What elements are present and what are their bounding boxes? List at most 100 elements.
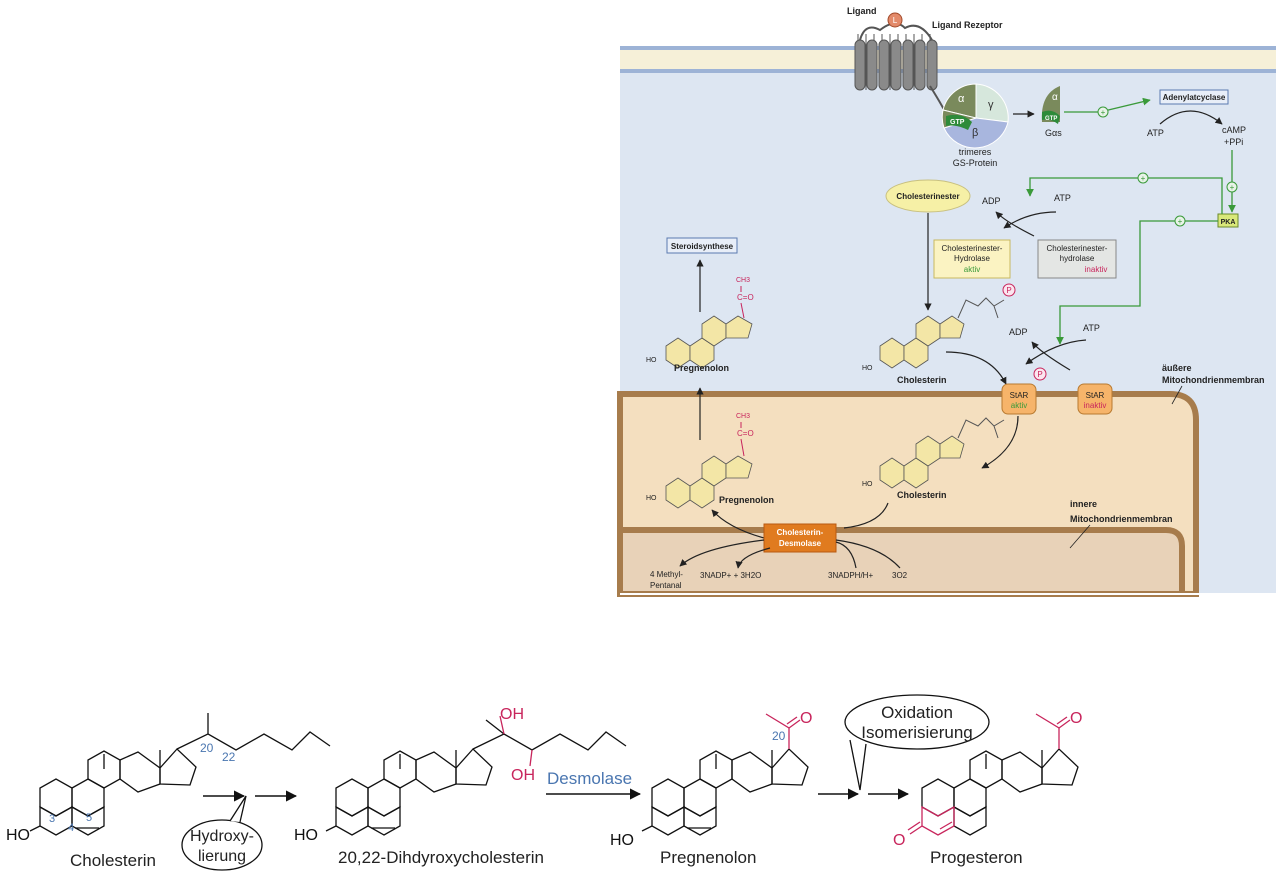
ch3-label-1: CH3 (736, 277, 750, 284)
gtp-label: GTP (950, 119, 965, 126)
hydrolase-inactive-label-1: Cholesterinester- (1047, 244, 1108, 253)
ligand-label: Ligand (847, 6, 877, 16)
hydroxylierung-label-2: lierung (198, 848, 246, 865)
ch3-label-2: CH3 (736, 413, 750, 420)
oxidation-label: Oxidation (881, 703, 953, 722)
ho-label-a: HO (6, 827, 30, 844)
outer-membrane-label-1: äußere (1162, 363, 1192, 373)
hydrolase-inaktiv-label: inaktiv (1085, 265, 1108, 274)
pregnenolon-structure-mito (665, 455, 753, 509)
o2-label: 3O2 (892, 571, 908, 580)
gamma-label: γ (988, 99, 994, 111)
adenylatcyclase-label: Adenylatcyclase (1163, 93, 1226, 102)
star-aktiv-label: aktiv (1011, 401, 1027, 410)
steroidsynthese-box (666, 237, 738, 254)
reaction-scheme: HO 3 4 5 20 22 Cholesterin Hydroxy- lier… (6, 694, 1082, 871)
camp-label: cAMP (1222, 125, 1246, 135)
atp-label-1: ATP (1147, 128, 1164, 138)
galpha-alpha-label: α (1052, 92, 1058, 103)
ho-label-b: HO (294, 827, 318, 844)
star-inactive-icon (1077, 383, 1113, 415)
hydroxylierung-bubble (181, 819, 263, 871)
adp-label-1: ADP (982, 196, 1001, 206)
galpha-gtp-label: GTP (1045, 116, 1057, 122)
steroidsynthese-label: Steroidsynthese (671, 242, 734, 251)
progesteron-name: Progesteron (930, 848, 1023, 867)
desmolase-label: Desmolase (547, 769, 632, 788)
hydrolase-active-label-1: Cholesterinester- (942, 244, 1003, 253)
ligand-symbol: L (893, 16, 898, 25)
adp-label-2: ADP (1009, 327, 1028, 337)
pregnenolon-structure (651, 748, 809, 836)
desmolase-box (763, 523, 837, 553)
plus-icon: + (1178, 217, 1183, 226)
plus-icon: + (1141, 174, 1146, 183)
ho-label-4: HO (646, 495, 657, 502)
atom-4-label: 4 (68, 822, 74, 834)
cell-membrane (620, 46, 1276, 72)
outer-membrane-label-2: Mitochondrienmembran (1162, 375, 1265, 385)
star-inaktiv-label: inaktiv (1084, 401, 1107, 410)
inner-membrane-label-1: innere (1070, 499, 1097, 509)
atom-22-label: 22 (222, 750, 236, 764)
cholesterin-label-2: Cholesterin (897, 490, 947, 500)
star-active-icon (1001, 383, 1037, 415)
o-label-progesteron-3: O (893, 832, 905, 849)
pregnenolon-label-1: Pregnenolon (674, 363, 729, 373)
inner-mitochondrial-membrane (617, 527, 1185, 597)
o-label-progesteron-20: O (1070, 710, 1082, 727)
ligand-receptor-label: Ligand Rezeptor (932, 20, 1003, 30)
progesteron-structure (921, 748, 1079, 836)
isomerisierung-label: Isomerisierung (861, 723, 973, 742)
atp-label-2: ATP (1054, 193, 1071, 203)
pregnenolon-name: Pregnenolon (660, 848, 756, 867)
ho-label-3: HO (862, 481, 873, 488)
oh-label-20: OH (500, 706, 524, 723)
co-label-1: C=O (737, 293, 754, 302)
cholesterin-label-1: Cholesterin (897, 375, 947, 385)
methylpentanal-label-2: Pentanal (650, 581, 682, 590)
atp-label-3: ATP (1083, 323, 1100, 333)
beta-label: β (972, 127, 978, 139)
cholesterin-structure-mito (879, 435, 965, 489)
methylpentanal-label-1: 4 Methyl- (650, 570, 683, 579)
hydrolase-inactive-label-2: hydrolase (1060, 254, 1095, 263)
ppi-label: +PPi (1224, 137, 1243, 147)
cholesterinester-ellipse (885, 179, 971, 213)
g-protein-trimer (941, 83, 1009, 149)
gs-protein-label: GS-Protein (953, 158, 998, 168)
phosphate-icon: P (1006, 286, 1011, 295)
cholesterin-structure-top (879, 315, 965, 369)
adenylatcyclase-box (1159, 89, 1229, 105)
cholesterin-name: Cholesterin (70, 851, 156, 870)
pka-label: PKA (1221, 219, 1236, 226)
atom-5-label: 5 (86, 812, 92, 824)
ho-label-1: HO (646, 357, 657, 364)
phosphate-icon-2: P (1037, 370, 1042, 379)
plus-icon: + (1101, 108, 1106, 117)
inner-membrane-label-2: Mitochondrienmembran (1070, 514, 1173, 524)
ho-label-c: HO (610, 832, 634, 849)
alpha-label: α (958, 93, 965, 105)
desmolase-label-1: Cholesterin- (777, 528, 824, 537)
atom-20-label-preg: 20 (772, 729, 786, 743)
pregnenolon-label-2: Pregnenolon (719, 495, 774, 505)
atom-3-label: 3 (49, 813, 55, 825)
pregnenolon-structure-top (665, 315, 753, 369)
nadp-label: 3NADP+ + 3H2O (700, 571, 761, 580)
oh-label-22: OH (511, 767, 535, 784)
nadph-label: 3NADPH/H+ (828, 571, 873, 580)
galpha-label: Gαs (1045, 128, 1062, 138)
cholesterinester-label: Cholesterinester (896, 192, 959, 201)
hydrolase-active-box (933, 239, 1011, 279)
hydrolase-inactive-box (1037, 239, 1117, 279)
plus-icon: + (1230, 183, 1235, 192)
co-label-2: C=O (737, 429, 754, 438)
o-label-pregnenolon: O (800, 710, 812, 727)
cholesterin-structure (39, 713, 331, 829)
hydroxylierung-label-1: Hydroxy- (190, 828, 254, 845)
star-inactive-label: StAR (1086, 391, 1105, 400)
hydrolase-aktiv-label: aktiv (964, 265, 980, 274)
ligand-icon (887, 12, 903, 28)
atom-20-label: 20 (200, 741, 214, 755)
